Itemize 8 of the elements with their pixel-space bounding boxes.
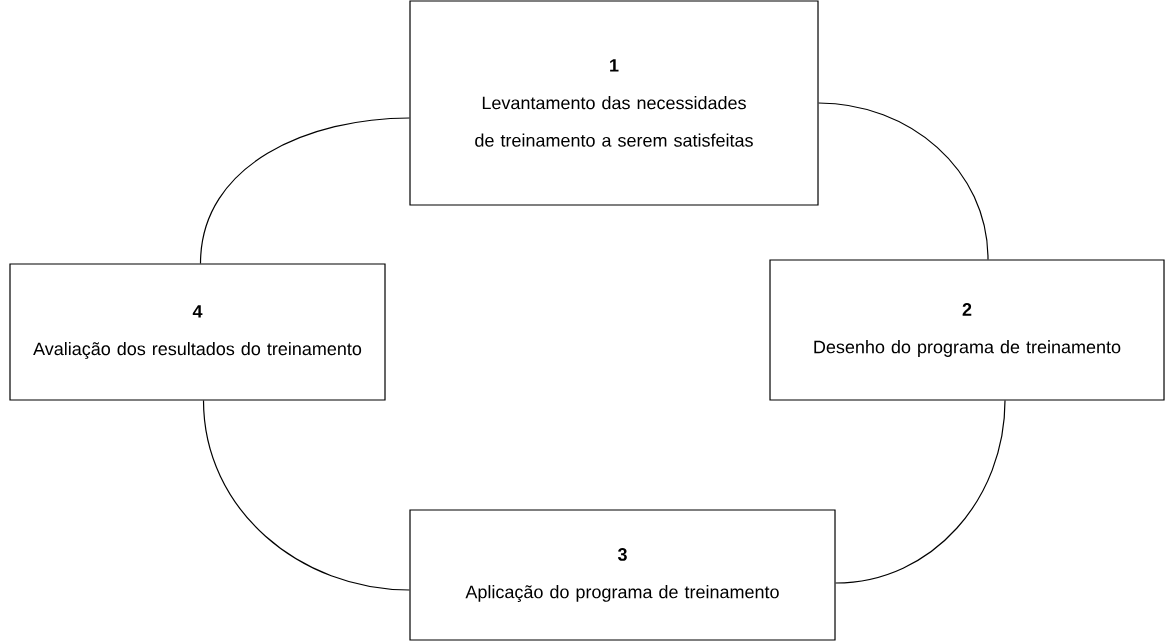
process-box: 2 Desenho do programa de treinamento — [769, 259, 1165, 401]
connector-arc — [835, 400, 1006, 584]
connector-arc — [202, 400, 410, 591]
connector-arc — [818, 102, 989, 260]
process-box: 3 Aplicação do programa de treinamento — [409, 509, 836, 641]
connector-arc — [199, 117, 410, 264]
process-box: 1 Levantamento das necessidades de treinamento a serem satisfeitas — [409, 0, 819, 206]
process-box: 4 Avaliação dos resultados do treinamento — [9, 263, 386, 401]
